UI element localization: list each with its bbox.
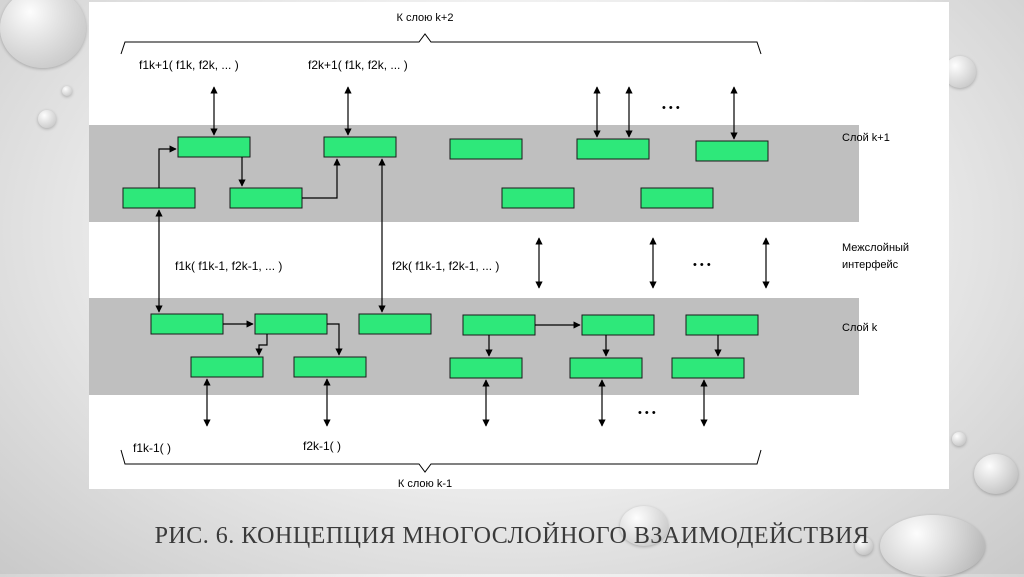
function-label: f1k-1( ) <box>133 441 171 455</box>
process-block <box>577 139 649 159</box>
water-drop-decoration <box>974 454 1018 494</box>
process-block <box>324 137 396 157</box>
process-block <box>582 315 654 335</box>
ellipsis-top: • • • <box>662 102 680 114</box>
layer-upper-label: Слой k+1 <box>842 132 890 144</box>
top-brace <box>121 34 761 54</box>
process-block <box>502 188 574 208</box>
process-block <box>570 358 642 378</box>
process-block <box>230 188 302 208</box>
water-drop-decoration <box>62 86 72 96</box>
process-block <box>294 357 366 377</box>
process-block <box>178 137 250 157</box>
ellipsis-bottom: • • • <box>638 407 656 419</box>
water-drop-decoration <box>952 432 966 446</box>
process-block <box>686 315 758 335</box>
ellipsis-middle: • • • <box>693 259 711 271</box>
water-drop-decoration <box>0 0 86 68</box>
function-label: f2k+1( f1k, f2k, ... ) <box>308 58 408 72</box>
process-block <box>191 357 263 377</box>
caption-text: Концепция многослойного взаимодействия <box>241 523 869 549</box>
water-drop-decoration <box>38 110 56 128</box>
process-block <box>123 188 195 208</box>
top-target-label: К слою k+2 <box>397 12 454 24</box>
bottom-target-label: К слою k-1 <box>398 478 452 489</box>
caption-prefix: Рис. 6. <box>155 523 235 549</box>
bottom-brace <box>121 450 761 472</box>
layered-interaction-diagram: К слою k+2 К слою k-1 Слой k+1 Межслойны… <box>89 2 949 489</box>
process-block <box>151 314 223 334</box>
process-block <box>255 314 327 334</box>
process-block <box>672 358 744 378</box>
process-block <box>359 314 431 334</box>
process-block <box>696 141 768 161</box>
slide-caption: Рис. 6. Концепция многослойного взаимоде… <box>0 523 1024 550</box>
layer-band-lower <box>89 298 859 395</box>
function-label: f2k( f1k-1, f2k-1, ... ) <box>392 259 499 273</box>
process-block <box>450 139 522 159</box>
interface-label-line1: Межслойный <box>842 242 909 254</box>
process-block <box>641 188 713 208</box>
interface-label-line2: интерфейс <box>842 259 899 271</box>
process-block <box>450 358 522 378</box>
layer-lower-label: Слой k <box>842 322 878 334</box>
process-block <box>463 315 535 335</box>
function-label: f1k( f1k-1, f2k-1, ... ) <box>175 259 282 273</box>
function-label: f2k-1( ) <box>303 439 341 453</box>
function-label: f1k+1( f1k, f2k, ... ) <box>139 58 239 72</box>
